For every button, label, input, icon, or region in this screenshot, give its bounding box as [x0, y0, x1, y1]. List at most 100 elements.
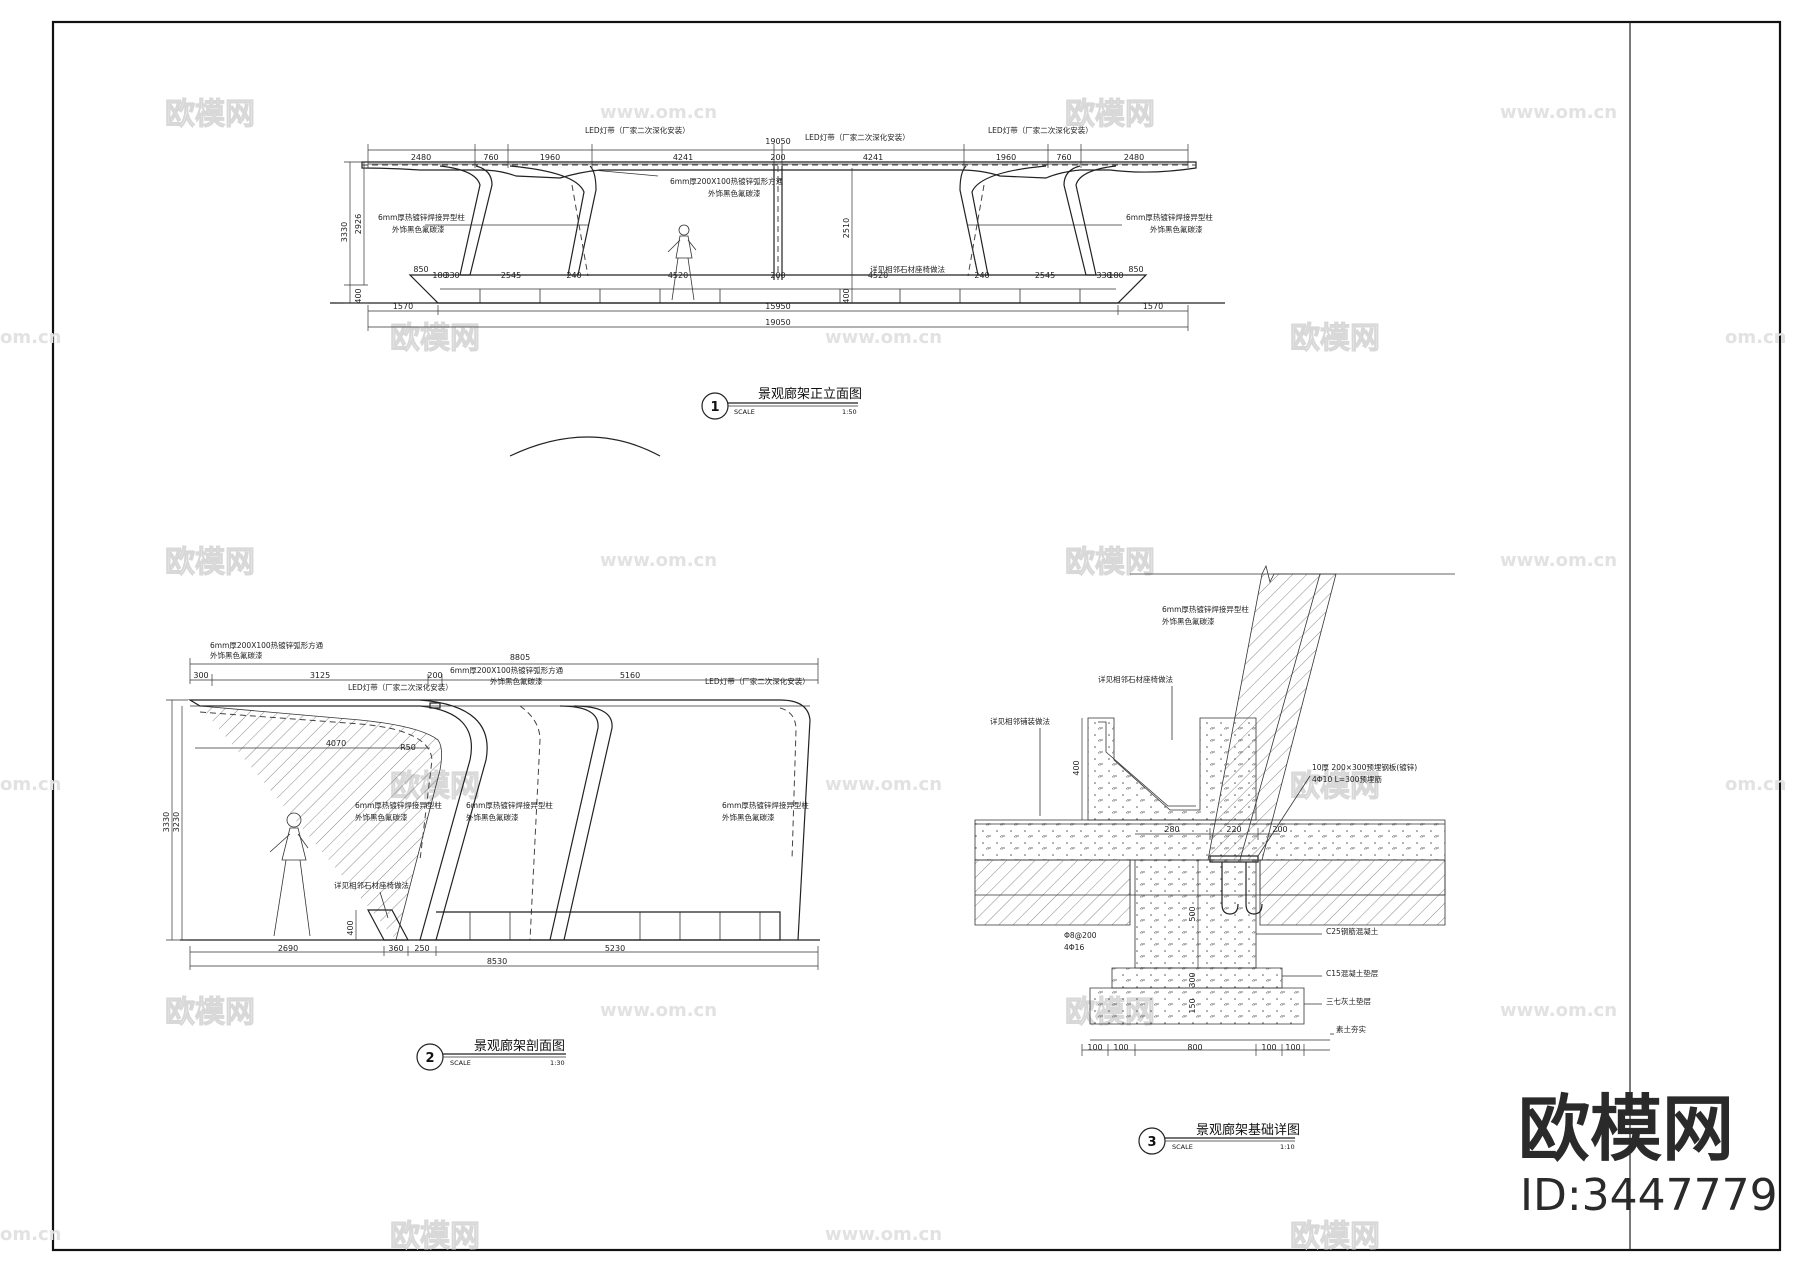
dim-vert: 400 [354, 288, 363, 303]
drawing-1-front-elevation: 2480 760 1960 4241 200 4241 1960 760 248… [330, 125, 1225, 420]
dim-text: 1570 [1143, 302, 1163, 311]
note-beam-finish: 外饰黑色氟碳漆 [708, 188, 761, 198]
watermark-layer: 欧模网 www.om.cn 欧模网 www.om.cn om.cn 欧模网 ww… [0, 97, 1786, 1255]
bench-base [436, 911, 781, 941]
dim-radius: R50 [400, 743, 416, 752]
dim-text: 800 [1187, 1043, 1202, 1052]
dim-text: 200 [427, 671, 442, 680]
drawing-number: 1 [710, 400, 719, 415]
note-cushion: C15混凝土垫层 [1326, 968, 1379, 978]
dim-text: 100 [1285, 1043, 1300, 1052]
watermark-logo: 欧模网 [1290, 321, 1380, 356]
dim-text: 850 [413, 265, 428, 274]
dim-text: 4520 [868, 271, 888, 280]
dim-text: 180 [1108, 271, 1123, 280]
dim-text: 220 [1226, 825, 1241, 834]
scale-value: 1:30 [550, 1059, 565, 1067]
note-plate: 10厚 200×300预埋钢板(镀锌) [1312, 762, 1417, 772]
dim-text: 1960 [996, 153, 1016, 162]
dim-vert: 2510 [842, 218, 851, 238]
c15-cushion [1111, 967, 1283, 989]
note-lime: 三七灰土垫层 [1326, 996, 1371, 1006]
dim-text: 180 [432, 271, 447, 280]
dim-vert: 3330 [162, 812, 171, 832]
note-soil: 素土夯实 [1336, 1024, 1366, 1034]
watermark-url: www.om.cn [825, 774, 942, 795]
drawing-title: 景观廊架正立面图 [758, 386, 862, 402]
note-led-b: LED灯带（厂家二次深化安装） [705, 676, 810, 686]
dim-overall-top: 19050 [765, 137, 790, 146]
scale-value: 1:50 [842, 408, 857, 416]
column-right-1 [1063, 165, 1117, 276]
dim-text: 100 [1113, 1043, 1128, 1052]
dim-overall-bottom: 8530 [487, 957, 507, 966]
embedded-plate [1209, 855, 1259, 863]
watermark-logo: 欧模网 [390, 321, 480, 356]
watermark-url: www.om.cn [600, 1000, 717, 1021]
note-anchor: 4Φ10 L=300预埋筋 [1312, 774, 1382, 784]
dim-text: 330 [444, 271, 459, 280]
watermark-url: om.cn [1725, 774, 1786, 795]
scale-label: SCALE [734, 408, 755, 416]
dim-text: 4520 [668, 271, 688, 280]
brand-id: ID:3447779 [1520, 1170, 1778, 1221]
note-col-right-finish: 外饰黑色氟碳漆 [1150, 224, 1203, 234]
dim-vert: 400 [1072, 760, 1081, 775]
watermark-url: www.om.cn [600, 550, 717, 571]
dim-text: 3125 [310, 671, 330, 680]
dim-text: 15950 [765, 302, 790, 311]
dim-inner: 4070 [326, 739, 346, 748]
lime-soil-layer [1089, 987, 1305, 1025]
watermark-logo: 欧模网 [1065, 97, 1155, 132]
dim-text: 2690 [278, 944, 298, 953]
dim-vert: 3330 [340, 222, 349, 242]
dim-vert: 500 [1188, 906, 1197, 921]
dim-bench-h: 400 [346, 920, 355, 935]
dim-text: 1960 [540, 153, 560, 162]
note-col-c: 6mm厚热镀锌焊接异型柱 [722, 800, 809, 810]
dim-vert: 2926 [354, 214, 363, 234]
note-bench: 详见相邻石材座椅做法 [334, 880, 409, 890]
note-concrete: C25钢筋混凝土 [1326, 926, 1379, 936]
drawing-title: 景观廊架剖面图 [474, 1038, 565, 1054]
dim-text: 2480 [411, 153, 431, 162]
sheet-border [51, 20, 1782, 1252]
note-col: 6mm厚热镀锌焊接异型柱 [1162, 604, 1249, 614]
note-rebar1: Φ8@200 [1064, 931, 1097, 940]
note-bench: 详见相邻石材座椅做法 [1098, 674, 1173, 684]
note-led-left: LED灯带（厂家二次深化安装） [585, 125, 690, 135]
note-col-c-finish: 外饰黑色氟碳漆 [722, 812, 775, 822]
canopy-section-hatch [199, 705, 442, 941]
dim-text: 200 [1272, 825, 1287, 834]
dim-text: 360 [388, 944, 403, 953]
dim-text: 240 [566, 271, 581, 280]
dim-text: 280 [1164, 825, 1179, 834]
scale-label: SCALE [450, 1059, 471, 1067]
scale-value: 1:10 [1280, 1143, 1295, 1151]
note-col-left-finish: 外饰黑色氟碳漆 [392, 224, 445, 234]
dim-text: 200 [770, 153, 785, 162]
note-beam-b-finish: 外饰黑色氟碳漆 [490, 676, 543, 686]
watermark-logo: 欧模网 [165, 995, 255, 1030]
watermark-url: om.cn [0, 774, 61, 795]
dim-text: 330 [1096, 271, 1111, 280]
dim-vert: 400 [842, 288, 851, 303]
base-course-left [974, 860, 1131, 926]
watermark-url: www.om.cn [600, 102, 717, 123]
dim-text: 240 [974, 271, 989, 280]
watermark-url: om.cn [0, 327, 61, 348]
watermark-url: www.om.cn [1500, 1000, 1617, 1021]
dim-text: 760 [1056, 153, 1071, 162]
note-paving: 详见相邻铺装做法 [990, 716, 1050, 726]
note-col-a-finish: 外饰黑色氟碳漆 [355, 812, 408, 822]
dim-text: 4241 [863, 153, 883, 162]
watermark-url: www.om.cn [825, 1224, 942, 1245]
watermark-logo: 欧模网 [1290, 1219, 1380, 1254]
dim-text: 200 [770, 271, 785, 280]
drawing-2-section: 8805 300 3125 200 5160 6mm厚200X100热镀锌弧形方… [162, 640, 820, 1071]
note-col-a: 6mm厚热镀锌焊接异型柱 [355, 800, 442, 810]
column-right-2 [959, 165, 1047, 276]
note-led-right: LED灯带（厂家二次深化安装） [988, 125, 1093, 135]
note-rebar2: 4Φ16 [1064, 943, 1084, 952]
